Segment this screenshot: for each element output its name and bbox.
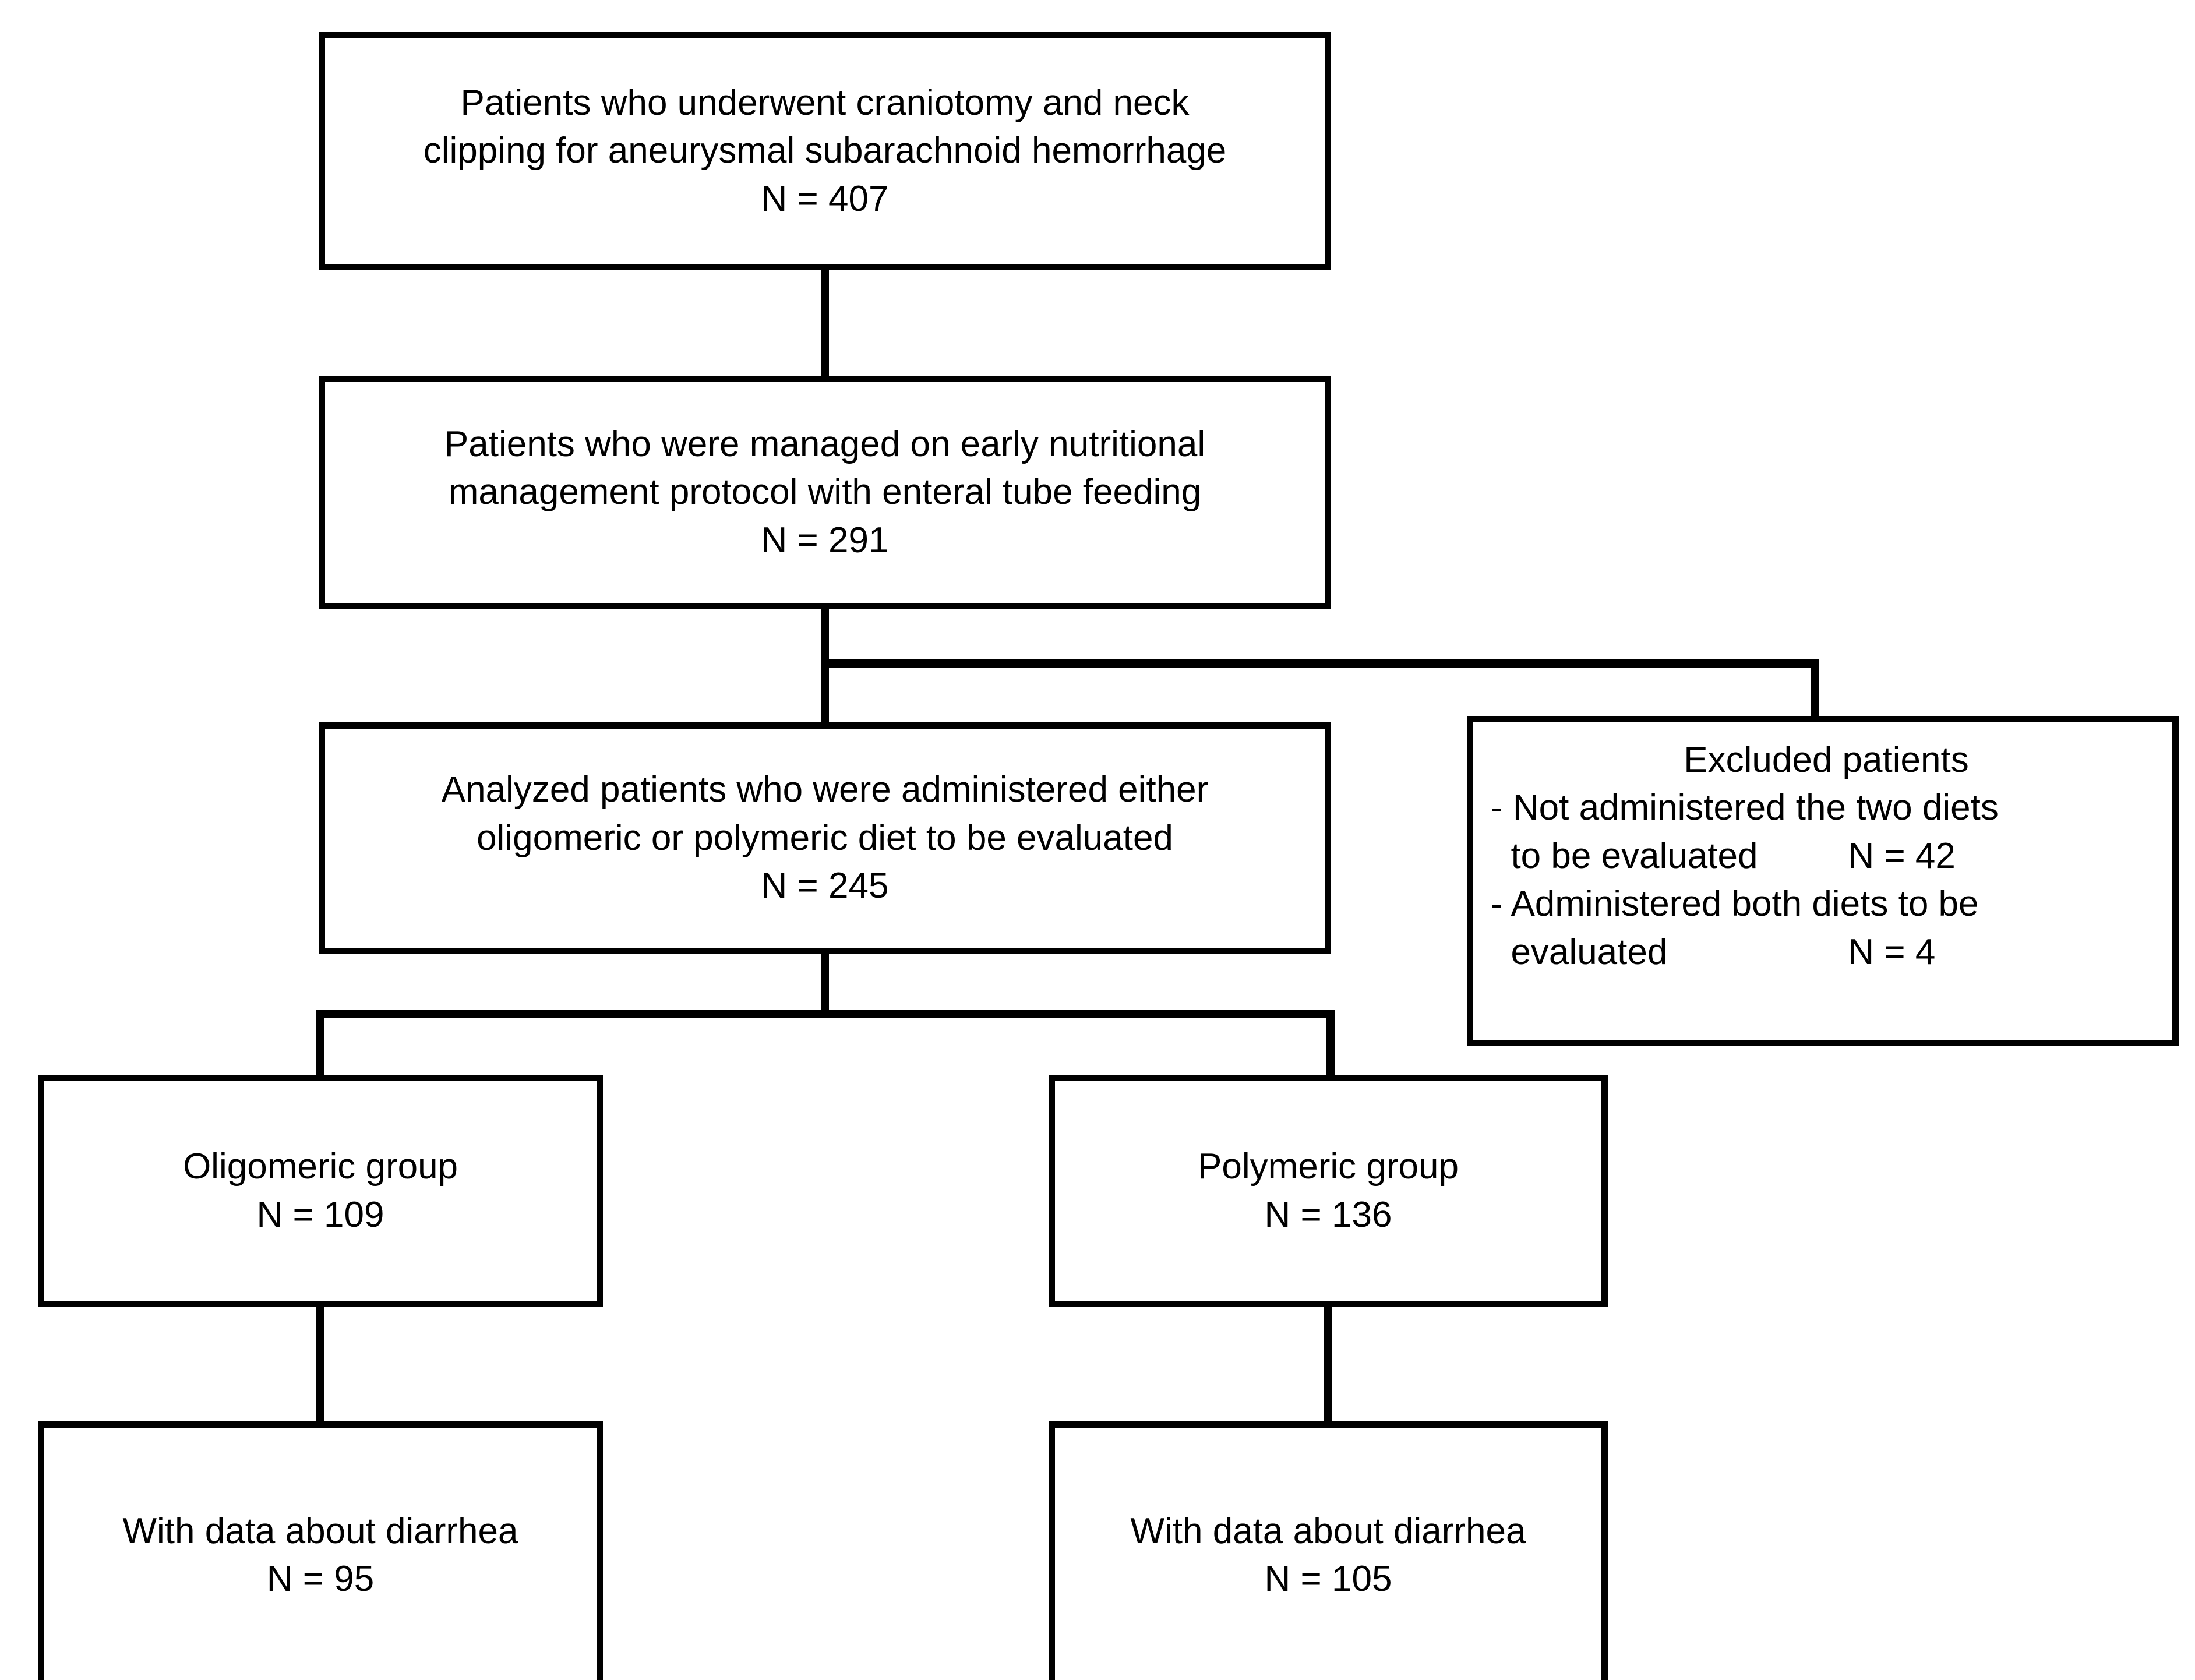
connector-oligomeric-to-diarrhea [316, 1307, 324, 1423]
node-excluded-patients: Excluded patients - Not administered the… [1467, 716, 2179, 1046]
polymeric-count: N = 136 [1264, 1194, 1392, 1235]
node-polymeric-group: Polymeric group N = 136 [1049, 1075, 1608, 1307]
oligomeric-count: N = 109 [256, 1194, 384, 1235]
node-polymeric-diarrhea-data: With data about diarrhea N = 105 [1049, 1421, 1608, 1680]
node-analyzed-patients: Analyzed patients who were administered … [319, 722, 1331, 954]
connector-analyzed-split-bus [316, 1010, 1335, 1018]
analyzed-line-1: Analyzed patients who were administered … [441, 770, 1209, 810]
connector-excluded-drop [1811, 659, 1819, 718]
analyzed-line-2: oligomeric or polymeric diet to be evalu… [477, 817, 1173, 858]
connector-protocol-to-excluded-horizontal [821, 659, 1819, 668]
connector-polymeric-to-diarrhea [1324, 1307, 1332, 1423]
polymeric-diarrhea-count: N = 105 [1264, 1559, 1392, 1599]
excluded-item-2-line-2: evaluated N = 4 [1491, 931, 1936, 972]
node-screened-patients: Patients who underwent craniotomy and ne… [319, 32, 1331, 270]
screened-count: N = 407 [761, 178, 889, 219]
polymeric-diarrhea-label: With data about diarrhea [1130, 1510, 1526, 1551]
excluded-item-1-line-1: - Not administered the two diets [1491, 788, 1999, 828]
node-oligomeric-diarrhea-data: With data about diarrhea N = 95 [38, 1421, 603, 1680]
excluded-item-2-line-1: - Administered both diets to be [1491, 884, 1979, 924]
analyzed-count: N = 245 [761, 866, 889, 906]
screened-line-2: clipping for aneurysmal subarachnoid hem… [423, 130, 1227, 171]
oligomeric-label: Oligomeric group [182, 1146, 458, 1187]
protocol-line-2: management protocol with enteral tube fe… [448, 472, 1202, 513]
connector-analyzed-to-oligomeric [316, 1010, 324, 1077]
oligomeric-diarrhea-label: With data about diarrhea [122, 1510, 518, 1551]
excluded-heading: Excluded patients [1684, 740, 1969, 780]
oligomeric-diarrhea-count: N = 95 [266, 1559, 375, 1599]
connector-screened-to-protocol [821, 270, 829, 377]
excluded-item-1-line-2: to be evaluated N = 42 [1491, 835, 1956, 876]
connector-analyzed-to-polymeric [1326, 1010, 1335, 1077]
screened-line-1: Patients who underwent craniotomy and ne… [460, 82, 1190, 123]
protocol-line-1: Patients who were managed on early nutri… [444, 423, 1206, 464]
connector-analyzed-stem [821, 954, 829, 1015]
node-oligomeric-group: Oligomeric group N = 109 [38, 1075, 603, 1307]
polymeric-label: Polymeric group [1198, 1146, 1459, 1187]
node-protocol-patients: Patients who were managed on early nutri… [319, 376, 1331, 609]
protocol-count: N = 291 [761, 520, 889, 560]
